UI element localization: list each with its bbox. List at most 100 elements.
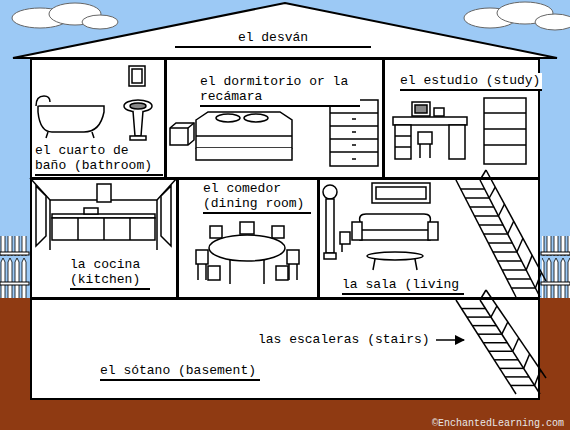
study-furniture bbox=[395, 146, 411, 148]
kitchen-furniture bbox=[30, 178, 177, 250]
living-furniture bbox=[415, 259, 417, 270]
callout-label: las escaleras (stairs) bbox=[258, 332, 430, 347]
room-box: la sala (living bbox=[318, 178, 540, 299]
bathroom-furniture bbox=[133, 111, 143, 136]
staircase bbox=[486, 290, 546, 378]
room-box: el dormitorio or la recámara bbox=[165, 58, 384, 179]
bedroom-furniture bbox=[352, 131, 356, 133]
bathroom-furniture bbox=[46, 132, 48, 138]
study-furniture bbox=[484, 128, 526, 130]
fence bbox=[542, 236, 570, 298]
living-furniture bbox=[352, 222, 362, 240]
room-label: el cuarto de baño (bathroom) bbox=[35, 143, 163, 176]
cloud bbox=[535, 14, 570, 30]
living-furniture bbox=[323, 185, 337, 199]
bedroom-furniture bbox=[330, 125, 378, 127]
dining-furniture bbox=[276, 266, 288, 280]
stairs bbox=[456, 170, 546, 394]
bathroom-furniture bbox=[124, 100, 152, 112]
dining-furniture bbox=[209, 235, 285, 261]
leader-arrow bbox=[436, 339, 464, 341]
fence-rail bbox=[0, 282, 29, 285]
kitchen-furniture bbox=[77, 218, 79, 240]
kitchen-furniture bbox=[36, 186, 46, 246]
fence bbox=[0, 236, 28, 298]
fence-rail bbox=[541, 282, 570, 285]
staircase bbox=[489, 351, 513, 353]
bedroom-furniture bbox=[216, 114, 240, 122]
study-furniture bbox=[393, 117, 467, 125]
staircase bbox=[526, 255, 532, 270]
bedroom-furniture bbox=[170, 127, 188, 129]
living-furniture bbox=[428, 222, 438, 240]
staircase bbox=[456, 170, 546, 297]
study-furniture bbox=[415, 105, 427, 113]
staircase bbox=[480, 180, 540, 297]
dining-furniture bbox=[229, 260, 231, 284]
staircase bbox=[508, 221, 514, 234]
bathroom-furniture bbox=[130, 136, 146, 140]
staircase bbox=[479, 224, 503, 226]
study-furniture bbox=[434, 108, 444, 116]
staircase bbox=[498, 204, 504, 216]
staircase bbox=[488, 242, 512, 244]
bedroom-furniture bbox=[188, 123, 194, 128]
staircase bbox=[505, 376, 529, 378]
staircase bbox=[491, 306, 497, 317]
bedroom-furniture bbox=[187, 128, 189, 145]
staircase bbox=[511, 287, 535, 289]
dining-furniture bbox=[287, 250, 299, 264]
living-furniture bbox=[340, 232, 350, 244]
staircase bbox=[524, 354, 530, 368]
staircase bbox=[517, 238, 523, 252]
study-furniture bbox=[412, 102, 430, 116]
bathroom-furniture bbox=[36, 66, 152, 140]
kitchen-furniture bbox=[103, 218, 105, 240]
room-box: el cuarto de baño (bathroom) bbox=[30, 58, 166, 179]
living-furniture bbox=[341, 244, 343, 252]
staircase bbox=[502, 269, 526, 271]
bedroom-furniture bbox=[352, 158, 356, 160]
bathroom-furniture bbox=[36, 96, 50, 106]
staircase bbox=[483, 342, 507, 344]
room-label: la sala (living bbox=[342, 277, 464, 295]
dining-furniture bbox=[240, 222, 254, 234]
kitchen-furniture bbox=[84, 208, 98, 214]
staircase bbox=[461, 188, 485, 190]
room-label: el estudio (study) bbox=[400, 73, 542, 91]
staircase bbox=[478, 333, 502, 335]
bedroom-furniture bbox=[352, 118, 356, 120]
basement-floor bbox=[30, 298, 540, 400]
staircase bbox=[484, 233, 508, 235]
study-furniture bbox=[395, 125, 411, 159]
dining-furniture bbox=[197, 264, 199, 280]
dining-furniture bbox=[272, 226, 284, 238]
room-box: el sótano (basement) bbox=[30, 298, 540, 400]
staircase bbox=[502, 322, 508, 334]
staircase bbox=[467, 316, 491, 318]
kitchen-furniture bbox=[129, 218, 131, 240]
study-furniture bbox=[484, 112, 526, 114]
dining-furniture bbox=[208, 266, 220, 280]
living-furniture bbox=[323, 183, 438, 270]
cloud bbox=[82, 15, 118, 29]
staircase bbox=[500, 368, 524, 370]
dining-furniture bbox=[296, 264, 298, 280]
staircase bbox=[489, 187, 495, 198]
bedroom-furniture bbox=[352, 144, 356, 146]
bedroom-furniture bbox=[330, 151, 378, 153]
staircase bbox=[511, 385, 535, 387]
ground bbox=[0, 298, 570, 430]
room-label: el desván bbox=[175, 30, 371, 48]
watermark: ©EnchantedLearning.com bbox=[432, 416, 564, 430]
kitchen-furniture bbox=[49, 200, 51, 250]
dining-furniture bbox=[196, 222, 299, 284]
room-label: la cocina (kitchen) bbox=[70, 257, 150, 290]
living-furniture bbox=[326, 199, 334, 253]
bedroom-furniture bbox=[196, 135, 292, 137]
dining-furniture bbox=[205, 264, 207, 280]
bathroom-furniture bbox=[132, 69, 142, 83]
staircase bbox=[474, 215, 498, 217]
